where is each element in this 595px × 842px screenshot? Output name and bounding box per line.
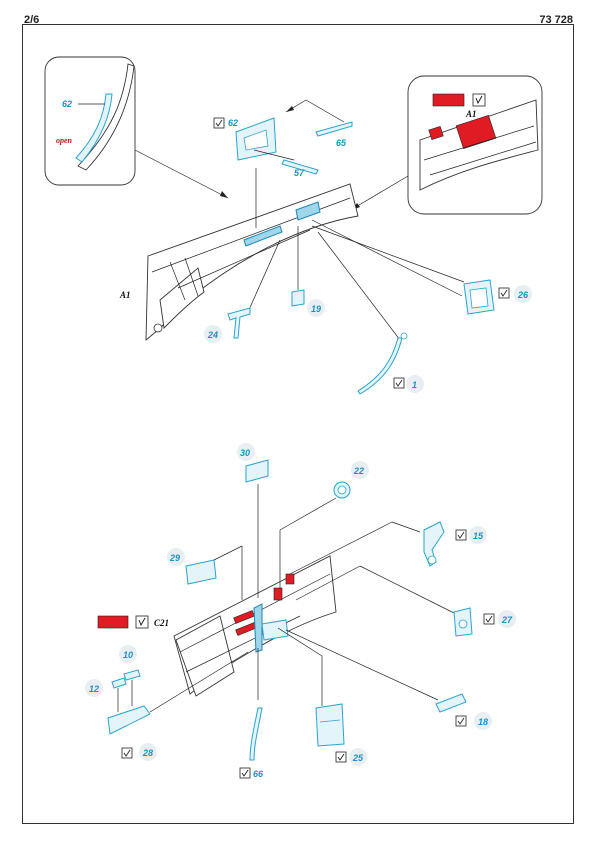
bend-check-icon bbox=[455, 715, 467, 727]
part-27-group: 27 bbox=[295, 565, 516, 637]
part-1-group: 1 bbox=[317, 231, 424, 395]
page-number: 2/6 bbox=[24, 14, 40, 26]
part-number-30: 30 bbox=[240, 448, 250, 458]
paint-label-c21: C21 bbox=[154, 618, 169, 628]
part-15-group: 15 bbox=[289, 521, 487, 575]
paint-swatch-icon bbox=[97, 615, 129, 629]
part-number-28: 28 bbox=[142, 748, 153, 758]
part-number-57: 57 bbox=[294, 168, 305, 178]
part-number-62-inset: 62 bbox=[62, 99, 72, 109]
part-29-group: 29 bbox=[167, 545, 243, 600]
part-label-a1: A1 bbox=[119, 290, 131, 300]
bend-check-icon bbox=[335, 751, 347, 763]
part-30-group: 30 bbox=[237, 443, 269, 598]
part-number-25: 25 bbox=[352, 753, 364, 763]
bend-check-icon bbox=[498, 287, 510, 299]
part-18-group: 18 bbox=[285, 629, 492, 730]
bend-check-icon bbox=[393, 377, 405, 389]
part-number-1: 1 bbox=[412, 380, 417, 390]
fuselage-top: A1 bbox=[119, 183, 359, 341]
part-26-group: 26 bbox=[311, 219, 532, 315]
kit-number: 73 728 bbox=[539, 14, 573, 26]
part-24-group: 24 bbox=[204, 239, 281, 343]
bend-check-icon bbox=[213, 117, 225, 129]
detail-inset-left: 62 open bbox=[44, 56, 136, 186]
part-19-group: 19 bbox=[291, 226, 325, 317]
part-66-group: 66 bbox=[239, 648, 264, 779]
part-number-22: 22 bbox=[353, 466, 364, 476]
part-number-62: 62 bbox=[228, 118, 238, 128]
part-number-66: 66 bbox=[253, 769, 264, 779]
paint-c21-legend: C21 bbox=[97, 615, 169, 629]
part-22-group: 22 bbox=[279, 461, 369, 588]
part-number-24: 24 bbox=[207, 330, 218, 340]
part-number-18: 18 bbox=[478, 717, 488, 727]
part-number-12: 12 bbox=[89, 684, 99, 694]
bend-check-icon bbox=[121, 747, 133, 759]
part-number-19: 19 bbox=[311, 304, 321, 314]
bend-check-icon bbox=[483, 613, 495, 625]
part-number-65: 65 bbox=[336, 138, 347, 148]
bend-check-icon bbox=[455, 529, 467, 541]
part-25-group: 25 bbox=[277, 627, 367, 766]
bend-check-icon bbox=[239, 767, 251, 779]
open-label: open bbox=[56, 136, 73, 145]
part-62-group: 62 57 65 bbox=[213, 99, 353, 228]
paint-swatch-icon bbox=[432, 93, 465, 107]
bend-check-icon bbox=[135, 615, 149, 629]
detail-inset-right: A1 bbox=[407, 75, 543, 215]
part-number-26: 26 bbox=[517, 290, 529, 300]
part-number-27: 27 bbox=[501, 615, 513, 625]
bend-check-icon bbox=[472, 93, 486, 107]
part-number-15: 15 bbox=[473, 531, 484, 541]
fuselage-bottom bbox=[173, 555, 337, 697]
part-28-group: 10 12 28 bbox=[85, 645, 249, 761]
part-label-a1-inset: A1 bbox=[465, 109, 477, 119]
part-number-29: 29 bbox=[169, 553, 180, 563]
part-number-10: 10 bbox=[123, 650, 133, 660]
page-frame bbox=[22, 24, 574, 824]
